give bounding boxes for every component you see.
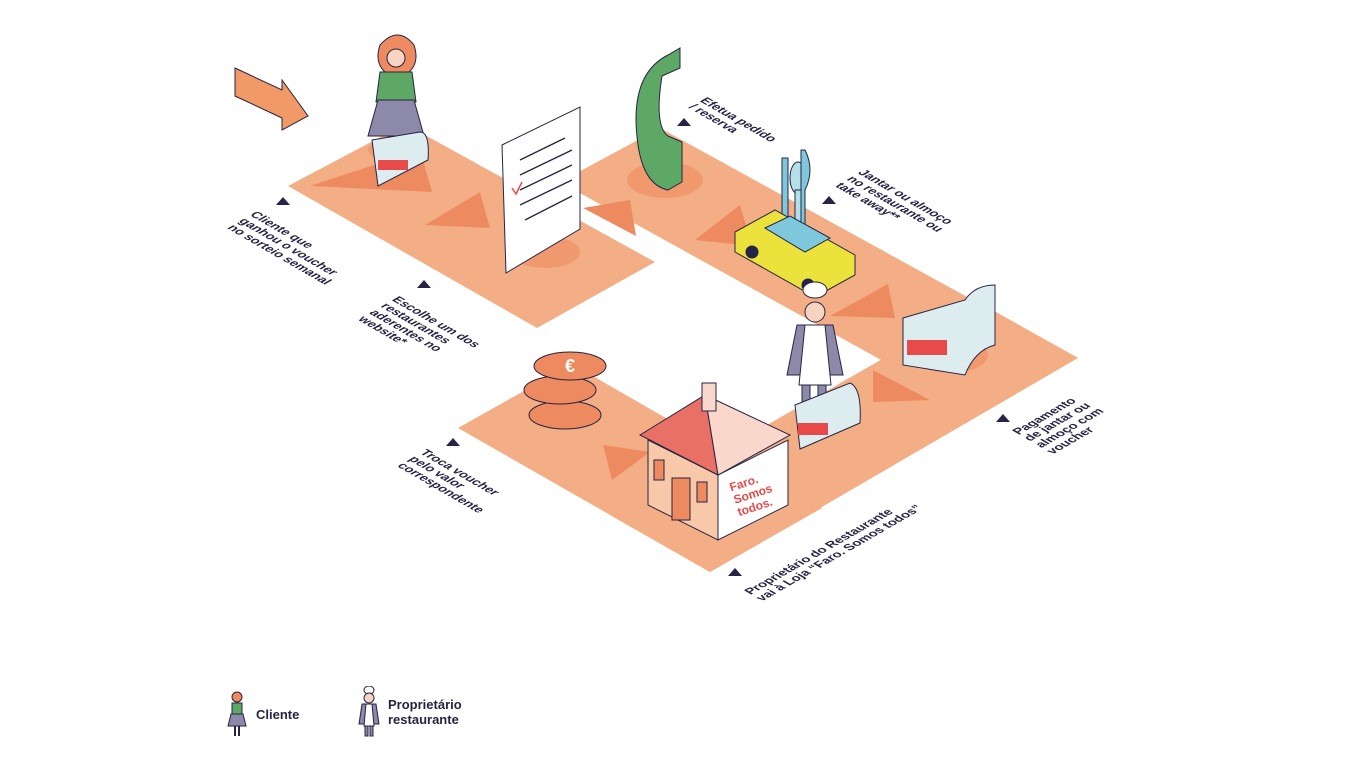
chef-owner-icon xyxy=(358,686,380,737)
voucher-icon xyxy=(371,131,429,187)
faro-store-house-icon xyxy=(638,382,792,541)
voucher-icon xyxy=(902,284,996,376)
taxi-car-icon xyxy=(734,209,856,298)
euro-coins-icon: € xyxy=(523,351,607,430)
chef-owner-figure xyxy=(786,281,844,416)
marker-icon xyxy=(417,280,431,288)
marker-icon xyxy=(996,414,1010,422)
marker-icon xyxy=(822,196,836,204)
start-arrow-icon xyxy=(234,67,309,131)
marker-icon xyxy=(677,118,691,126)
marker-icon xyxy=(446,438,460,446)
legend-client: Cliente xyxy=(226,690,299,738)
marker-icon xyxy=(276,197,290,205)
voucher-icon xyxy=(794,382,861,450)
phone-icon xyxy=(627,47,703,198)
receipt-icon xyxy=(501,106,581,274)
woman-client-icon xyxy=(227,691,247,736)
legend-owner: Proprietário restaurante xyxy=(358,686,462,738)
marker-icon xyxy=(728,568,742,576)
legend-label: Proprietário restaurante xyxy=(388,697,462,727)
svg-text:€: € xyxy=(565,356,575,376)
legend-label: Cliente xyxy=(256,706,300,722)
